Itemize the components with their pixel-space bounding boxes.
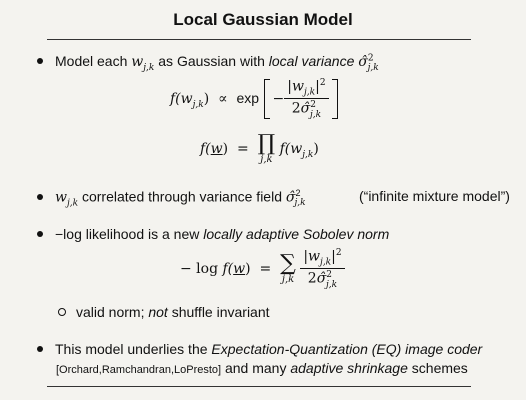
bullet-correlated: wj,k correlated through variance field σ… (37, 188, 510, 208)
subbullet-valid-norm: valid norm; not shuffle invariant (58, 304, 270, 320)
bullet-log-likelihood: −log likelihood is a new locally adaptiv… (37, 226, 389, 242)
bullet-model-each: Model each wj,k as Gaussian with local v… (37, 53, 379, 73)
bullet-eq-coder: This model underlies the Expectation-Qua… (37, 341, 482, 357)
bullet-dot-icon (37, 58, 43, 65)
equation-product: f(w) = ∏j,k f(wj,k) (200, 131, 319, 165)
sum-operator: ∑j,k (280, 250, 296, 285)
mixture-note: (“infinite mixture model”) (359, 188, 510, 204)
bullet-dot-icon (37, 193, 43, 200)
product-operator: ∏j,k (257, 131, 276, 165)
citation: [Orchard,Ramchandran,LoPresto] (56, 364, 222, 376)
bullet-dot-icon (37, 231, 43, 238)
left-bracket-icon (263, 78, 270, 119)
top-rule (47, 39, 471, 40)
bullet-dot-icon (37, 346, 43, 353)
right-bracket-icon (331, 78, 338, 119)
bottom-rule (47, 386, 471, 387)
slide-title: Local Gaussian Model (173, 10, 353, 29)
subbullet-ring-icon (58, 308, 66, 317)
bullet-eq-coder-line2: [Orchard,Ramchandran,LoPresto] and many … (56, 360, 468, 376)
